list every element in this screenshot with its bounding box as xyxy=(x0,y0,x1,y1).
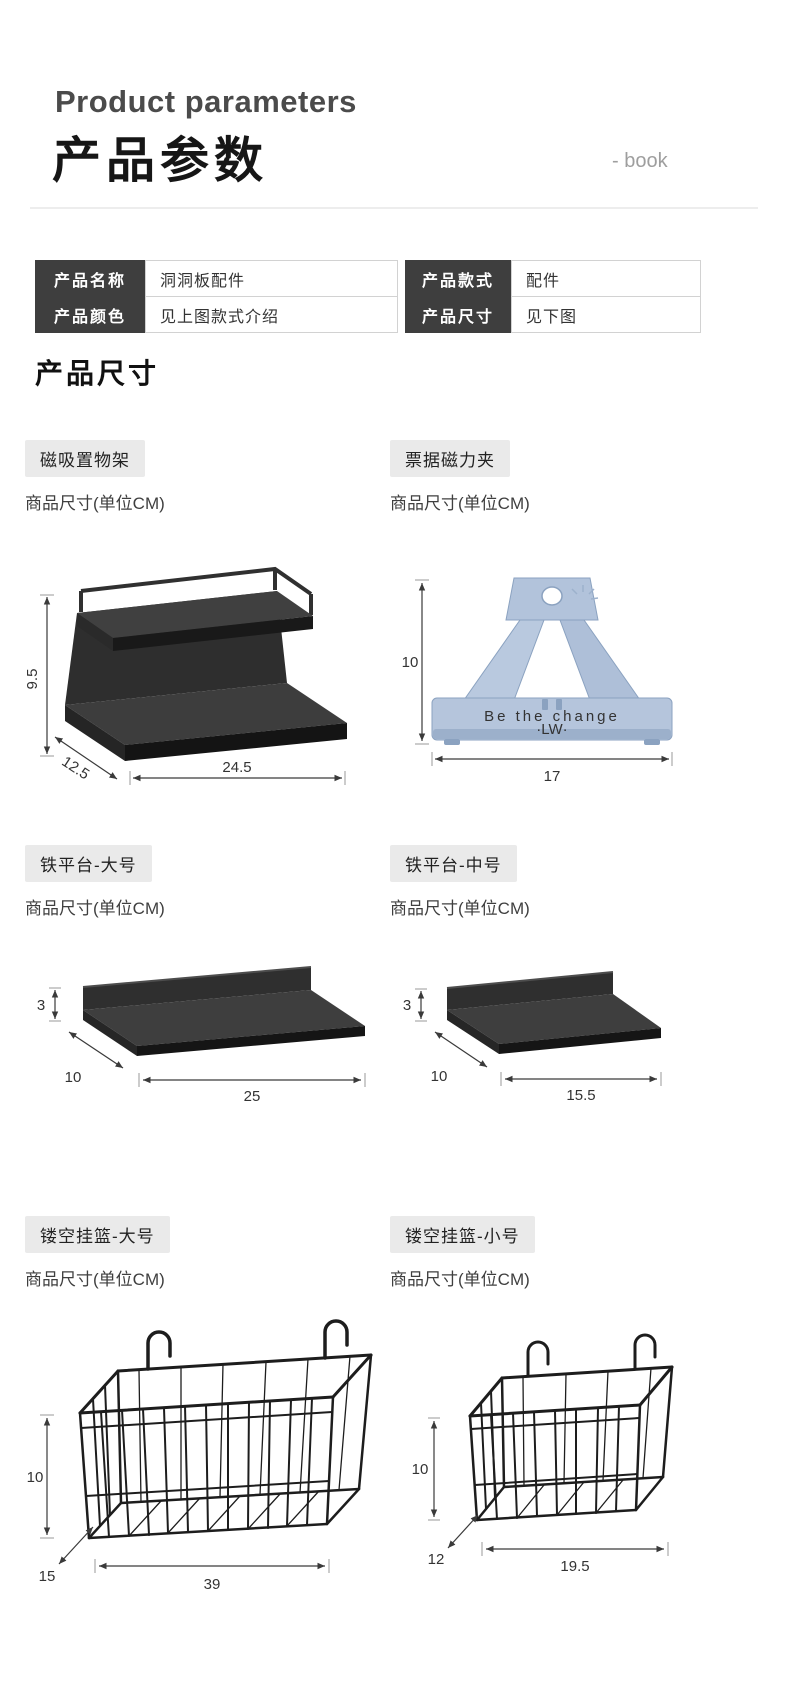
spec-label-color: 产品颜色 xyxy=(35,296,145,333)
clip-dimensions: 10 17 xyxy=(402,579,673,785)
product-card-basket-small: 镂空挂篮-小号 商品尺寸(单位CM) xyxy=(390,1216,760,1616)
spec-label-size: 产品尺寸 xyxy=(405,296,511,333)
product-tag: 磁吸置物架 xyxy=(25,440,145,477)
product-tag: 镂空挂篮-大号 xyxy=(25,1216,170,1253)
clip-slogan-text: Be the change xyxy=(484,708,620,725)
starburst-decor xyxy=(571,585,599,600)
dim-label-height: 9.5 xyxy=(25,669,41,690)
basket-body xyxy=(468,1333,674,1522)
product-card-magnetic-shelf: 磁吸置物架 商品尺寸(单位CM) 9.5 xyxy=(25,440,395,840)
product-card-platform-large: 铁平台-大号 商品尺寸(单位CM) 3 10 25 xyxy=(25,845,395,1245)
shelf-dimensions: 9.5 12.5 24.5 xyxy=(25,594,346,785)
basket-back-wires xyxy=(128,1355,351,1537)
basket-body xyxy=(78,1319,373,1540)
dim-label-width: 24.5 xyxy=(222,759,251,776)
product-card-platform-medium: 铁平台-中号 商品尺寸(单位CM) 3 10 15.5 xyxy=(390,845,760,1245)
product-tag: 镂空挂篮-小号 xyxy=(390,1216,535,1253)
platform-large-diagram: 3 10 25 xyxy=(37,966,366,1105)
dim-label-height: 10 xyxy=(402,654,418,671)
basket-rim xyxy=(78,1353,373,1415)
dim-label-width: 39 xyxy=(204,1576,221,1593)
dim-label-width: 25 xyxy=(244,1088,261,1105)
basket-frame xyxy=(78,1353,373,1540)
spec-label-name: 产品名称 xyxy=(35,260,145,297)
platform-dimensions: 3 10 15.5 xyxy=(403,988,662,1104)
dim-label-height: 10 xyxy=(412,1461,429,1478)
platform-dimensions: 3 10 25 xyxy=(37,987,366,1105)
hanging-hooks xyxy=(526,1333,657,1378)
size-note: 商品尺寸(单位CM) xyxy=(390,899,530,918)
basket-small-diagram: 10 12 19.5 xyxy=(412,1333,674,1575)
magnetic-shelf-diagram: 9.5 12.5 24.5 xyxy=(25,566,347,785)
spec-row: 产品颜色 见上图款式介绍 产品尺寸 见下图 xyxy=(35,296,701,333)
side-note: - book xyxy=(612,150,668,172)
page-title-en: Product parameters xyxy=(55,84,357,119)
dim-label-height: 10 xyxy=(27,1469,44,1486)
platform-body xyxy=(82,966,365,1056)
spec-gap xyxy=(398,260,405,297)
dim-label-depth: 10 xyxy=(431,1068,448,1085)
basket-large-diagram: 10 15 39 xyxy=(27,1319,373,1593)
platform-body xyxy=(446,971,661,1054)
spec-value-color: 见上图款式介绍 xyxy=(145,296,398,333)
basket-dimensions: 10 15 39 xyxy=(27,1414,330,1593)
basket-side-wires xyxy=(92,1384,111,1527)
size-note: 商品尺寸(单位CM) xyxy=(390,494,530,513)
page-title-zh: 产品参数 xyxy=(52,134,269,188)
platform-medium-diagram: 3 10 15.5 xyxy=(403,971,662,1104)
header-divider xyxy=(30,207,758,209)
product-tag: 铁平台-大号 xyxy=(25,845,152,882)
dim-label-width: 15.5 xyxy=(566,1087,595,1104)
spec-label-style: 产品款式 xyxy=(405,260,511,297)
dim-label-width: 19.5 xyxy=(560,1558,589,1575)
basket-rim xyxy=(468,1365,674,1418)
dim-label-depth: 15 xyxy=(39,1568,56,1585)
section-title: 产品尺寸 xyxy=(35,358,160,389)
size-note: 商品尺寸(单位CM) xyxy=(25,899,165,918)
spec-row: 产品名称 洞洞板配件 产品款式 配件 xyxy=(35,260,701,297)
hanging-hooks xyxy=(146,1319,349,1371)
shelf-body xyxy=(65,566,347,761)
dim-label-height: 3 xyxy=(403,997,411,1014)
size-note: 商品尺寸(单位CM) xyxy=(390,1270,530,1289)
basket-back-wires xyxy=(516,1367,652,1519)
spec-gap xyxy=(398,296,405,333)
product-tag: 铁平台-中号 xyxy=(390,845,517,882)
basket-front-wires xyxy=(80,1397,333,1538)
spec-value-name: 洞洞板配件 xyxy=(145,260,398,297)
basket-front-wires xyxy=(470,1405,640,1520)
product-card-basket-large: 镂空挂篮-大号 商品尺寸(单位CM) xyxy=(25,1216,395,1616)
spec-table: 产品名称 洞洞板配件 产品款式 配件 产品颜色 见上图款式介绍 产品尺寸 见下图 xyxy=(35,260,701,333)
spec-value-size: 见下图 xyxy=(511,296,701,333)
dim-label-depth: 10 xyxy=(65,1069,82,1086)
dim-label-depth: 12 xyxy=(428,1551,445,1568)
clip-mark-text: ·LW· xyxy=(536,721,567,738)
size-note: 商品尺寸(单位CM) xyxy=(25,1270,165,1289)
dim-label-width: 17 xyxy=(544,768,561,785)
basket-frame xyxy=(468,1365,674,1522)
spec-value-style: 配件 xyxy=(511,260,701,297)
clip-body: Be the change ·LW· xyxy=(431,577,673,745)
basket-dimensions: 10 12 19.5 xyxy=(412,1417,669,1575)
dim-label-depth: 12.5 xyxy=(59,753,93,783)
product-tag: 票据磁力夹 xyxy=(390,440,510,477)
product-card-ticket-clip: 票据磁力夹 商品尺寸(单位CM) Be the xyxy=(390,440,760,840)
dim-label-height: 3 xyxy=(37,997,45,1014)
ticket-clip-diagram: Be the change ·LW· 10 17 xyxy=(402,577,673,785)
size-note: 商品尺寸(单位CM) xyxy=(25,494,165,513)
